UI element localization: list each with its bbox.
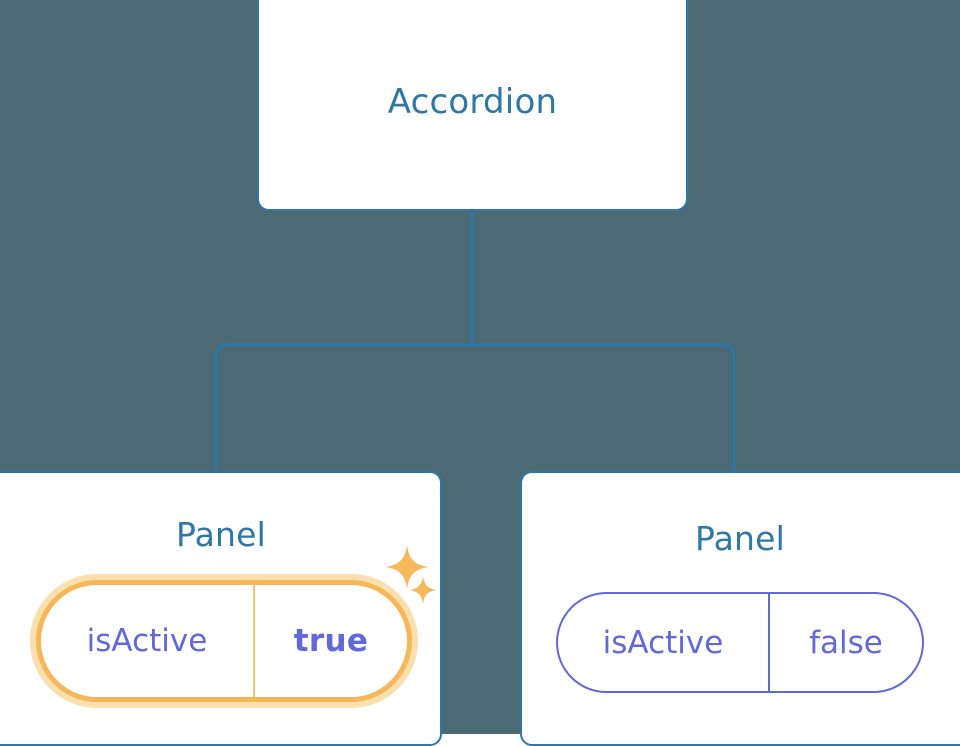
connector-branch-right bbox=[472, 343, 736, 471]
prop-key-label: isActive bbox=[41, 585, 255, 697]
panel-left-title: Panel bbox=[175, 515, 267, 554]
panel-right-title: Panel bbox=[694, 519, 786, 558]
connector-branch-left bbox=[214, 343, 472, 471]
accordion-title: Accordion bbox=[387, 82, 558, 122]
prop-pill-isactive-true[interactable]: isActive true bbox=[36, 580, 412, 702]
prop-pill-isactive-false[interactable]: isActive false bbox=[556, 592, 924, 693]
prop-key-label: isActive bbox=[558, 594, 770, 691]
prop-value-label: true bbox=[293, 623, 369, 659]
prop-value-label: false bbox=[809, 624, 883, 661]
component-card-accordion[interactable]: Accordion bbox=[257, 0, 688, 211]
